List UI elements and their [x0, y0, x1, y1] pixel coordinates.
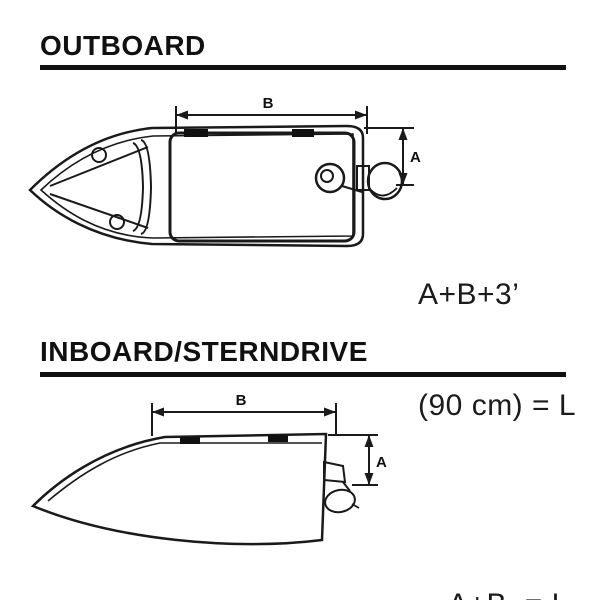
dim-a-arrowhead-top — [398, 128, 408, 140]
dim-a-label: A — [376, 454, 387, 471]
outboard-dimension-b: B — [175, 95, 368, 134]
steering-wheel-outer — [314, 162, 346, 194]
cockpit-outline — [168, 131, 356, 243]
inboard-boat-diagram: B A — [30, 392, 387, 546]
hull-profile-outline — [30, 432, 328, 546]
steering-wheel-hub — [320, 169, 334, 183]
dim-b-arrowhead-left — [152, 407, 164, 417]
windshield-inner — [132, 142, 145, 232]
inboard-section-title: INBOARD/STERNDRIVE — [40, 336, 368, 367]
hull-outline — [28, 124, 365, 248]
inboard-title-divider — [40, 372, 566, 377]
inboard-formula-line: A+B = L — [448, 586, 569, 600]
inboard-formula: A+B = L — [448, 512, 569, 600]
gunwale-fitting-right — [292, 129, 314, 137]
dim-a-arrowhead-bottom — [364, 473, 374, 485]
dim-b-label: B — [263, 95, 274, 112]
inner-gunwale-line — [39, 133, 354, 239]
inboard-boat-sideview — [30, 432, 360, 546]
dim-b-arrowhead-right — [324, 407, 336, 417]
outboard-boat-topview — [28, 124, 404, 248]
motor-cowl-seam — [370, 187, 398, 197]
outboard-boat-diagram: B A — [28, 95, 421, 248]
sterndrive-leg — [342, 481, 351, 492]
outboard-formula-line2: (90 cm) = L — [418, 389, 577, 422]
gunwale-fitting-left — [184, 129, 208, 137]
dim-a-label: A — [410, 149, 421, 166]
dim-a-arrowhead-bottom — [398, 173, 408, 185]
dim-b-label: B — [236, 392, 247, 409]
dim-b-arrowhead-left — [176, 110, 188, 120]
outboard-dimension-a: A — [364, 127, 421, 186]
bow-hatch-circle-bottom — [109, 214, 125, 230]
outboard-motor-cowl — [366, 161, 404, 201]
windshield-outer — [140, 139, 153, 235]
bow-deck-seam-lower — [49, 193, 149, 229]
outboard-formula: A+B+3’ (90 cm) = L — [418, 202, 576, 498]
dim-a-arrowhead-top — [364, 435, 374, 447]
outboard-section-title: OUTBOARD — [40, 30, 206, 61]
deck-fitting-right — [268, 435, 288, 442]
outboard-title-divider — [40, 65, 566, 70]
propeller-mark — [351, 503, 360, 509]
bow-deck-seam-upper — [49, 146, 149, 187]
bow-hatch-circle-top — [91, 147, 107, 163]
sterndrive-upper-unit — [323, 460, 347, 484]
inboard-dimension-b: B — [151, 392, 337, 436]
deck-fitting-left — [180, 437, 200, 444]
sterndrive-lower-unit — [324, 488, 356, 514]
inboard-dimension-a: A — [328, 434, 387, 486]
outboard-formula-line1: A+B+3’ — [418, 278, 520, 311]
dim-b-arrowhead-right — [355, 110, 367, 120]
deck-sheer-line — [47, 442, 322, 502]
